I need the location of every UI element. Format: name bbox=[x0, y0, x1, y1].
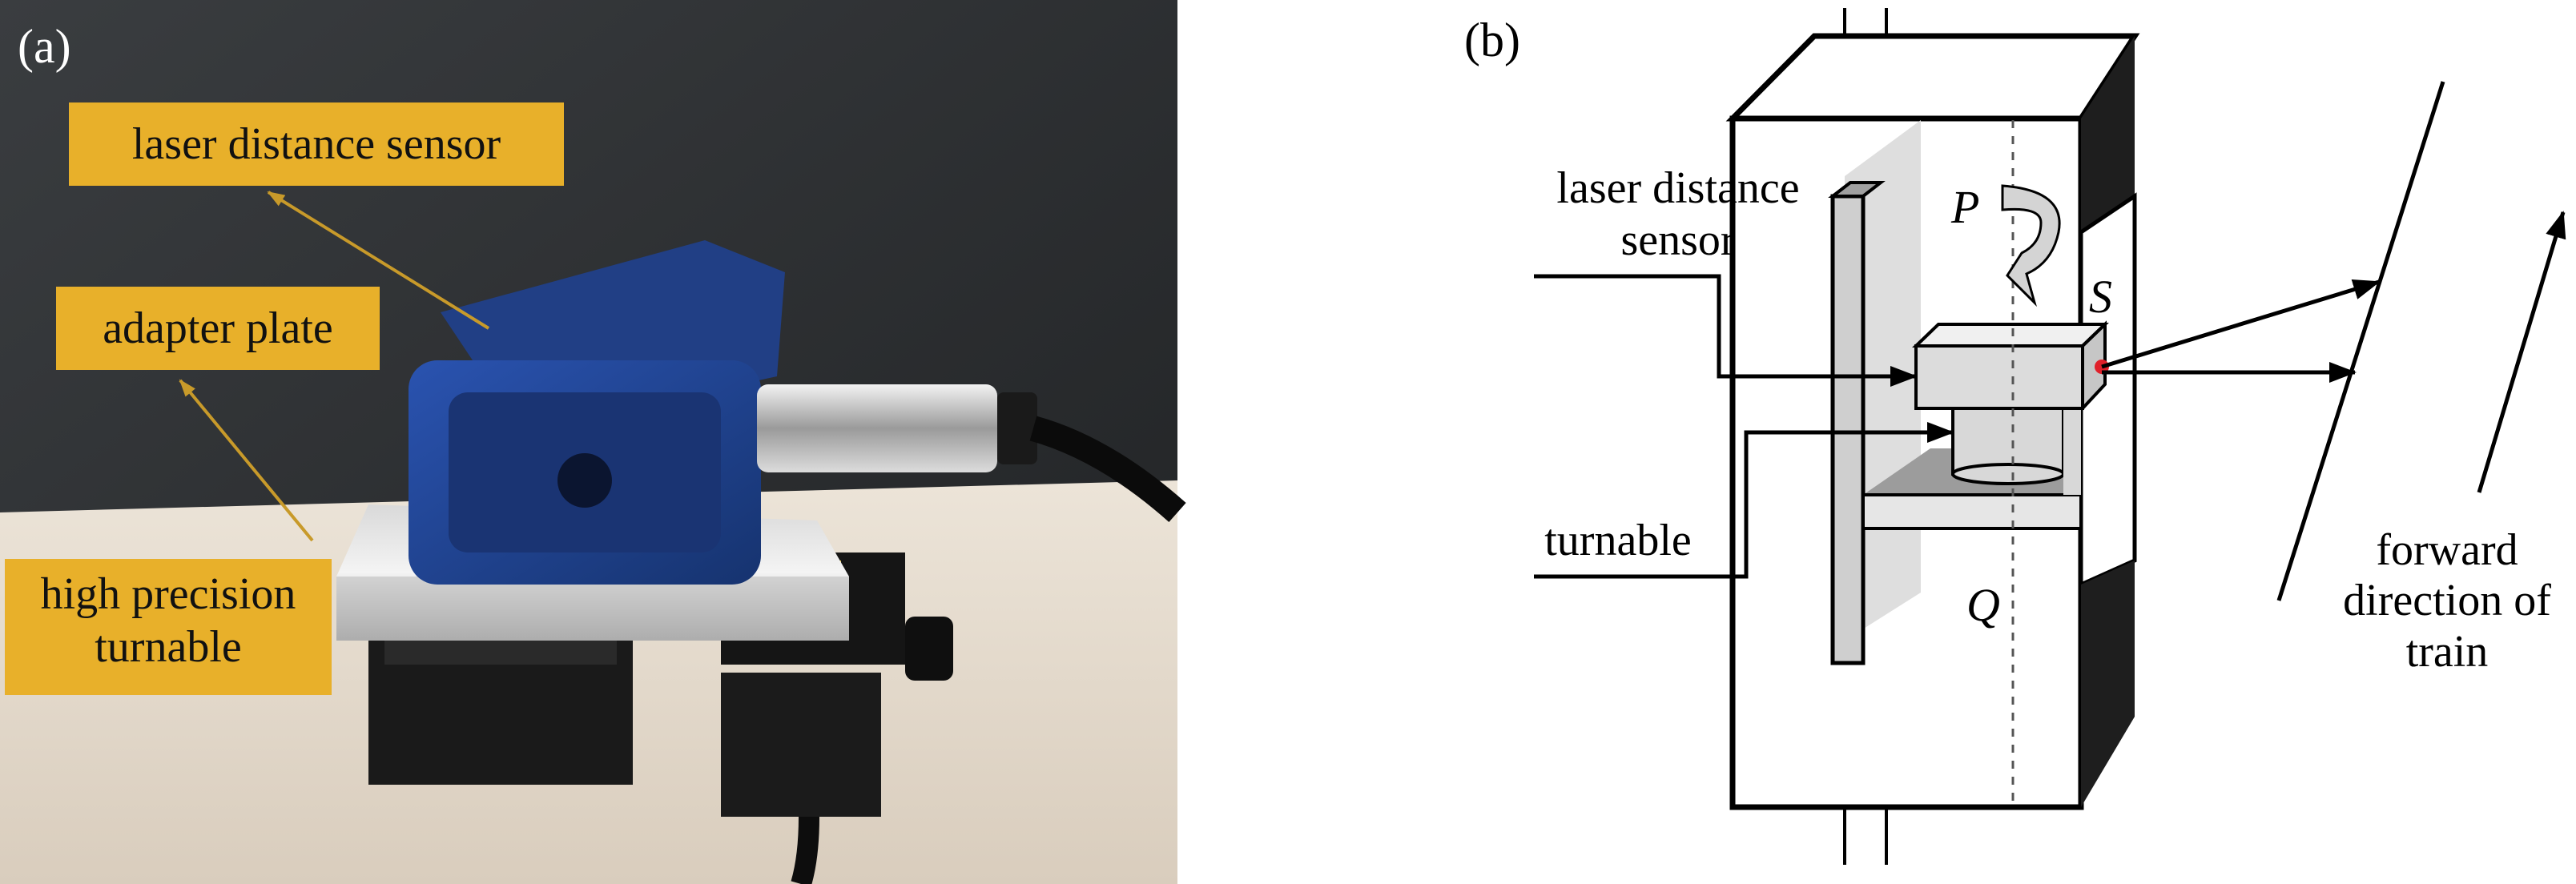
variable-q: Q bbox=[1966, 579, 2000, 631]
forward-label-1: forward bbox=[2376, 525, 2518, 575]
sensor-box-top bbox=[1912, 323, 2109, 348]
turntable-cylinder-bottom bbox=[1951, 463, 2065, 485]
callout-sensor-text: laser distance sensor bbox=[132, 119, 501, 169]
callout-adapter: adapter plate bbox=[56, 287, 380, 370]
callout-turnable-text-1: high precision bbox=[41, 569, 296, 619]
callout-adapter-leader bbox=[179, 379, 314, 542]
sensor-label-2: sensor bbox=[1620, 215, 1735, 265]
turnable-label: turnable bbox=[1544, 516, 1691, 565]
shelf-front bbox=[1862, 493, 2083, 530]
forward-label-3: train bbox=[2406, 627, 2489, 677]
variable-p: P bbox=[1950, 181, 1979, 233]
turntable-riser bbox=[2063, 408, 2081, 495]
callout-turnable-text-2: turnable bbox=[95, 622, 241, 672]
panel-b: (b) P S Q laser dis bbox=[1464, 8, 2566, 865]
mounting-post-top bbox=[1828, 181, 1886, 198]
laser-beam-upper bbox=[2101, 279, 2381, 369]
photo bbox=[0, 0, 1186, 884]
train-side-line bbox=[2276, 81, 2445, 601]
frame-side-bottom bbox=[2081, 561, 2135, 807]
bottom-cable bbox=[791, 816, 819, 884]
callout-sensor: laser distance sensor bbox=[69, 102, 564, 186]
rotation-arrow-icon bbox=[2001, 184, 2061, 307]
sensor-label-1: laser distance bbox=[1556, 163, 1799, 213]
sensor-box-side bbox=[2081, 320, 2107, 413]
motor-knob bbox=[905, 617, 953, 681]
callout-sensor-leader bbox=[267, 191, 490, 330]
forward-direction-arrow bbox=[2477, 211, 2566, 493]
panel-label-a: (a) bbox=[18, 20, 71, 73]
sensor-leader bbox=[1534, 274, 1918, 387]
cable-connector bbox=[757, 384, 997, 472]
variable-s: S bbox=[2089, 271, 2112, 323]
sensor-box-front bbox=[1914, 344, 2084, 410]
cable-nut bbox=[997, 392, 1037, 464]
callout-sensor-box bbox=[69, 102, 564, 186]
callout-turnable: high precision turnable bbox=[5, 559, 332, 695]
turnable-leader bbox=[1534, 422, 1954, 579]
callout-turnable-box bbox=[5, 559, 332, 695]
callout-adapter-box bbox=[56, 287, 380, 370]
callout-adapter-text: adapter plate bbox=[103, 303, 333, 353]
mounting-post bbox=[1830, 194, 1866, 665]
panel-a: (a) laser distance sensor adapter plate … bbox=[0, 0, 1186, 884]
sensor-lens bbox=[557, 453, 612, 508]
forward-label-2: direction of bbox=[2343, 576, 2551, 625]
adapter-plate-edge bbox=[336, 577, 849, 641]
frame-side-top bbox=[2081, 36, 2135, 232]
frame-top bbox=[1725, 33, 2140, 122]
sensor-cable bbox=[1029, 416, 1186, 522]
connector-block bbox=[721, 673, 881, 817]
panel-label-b: (b) bbox=[1464, 14, 1520, 66]
